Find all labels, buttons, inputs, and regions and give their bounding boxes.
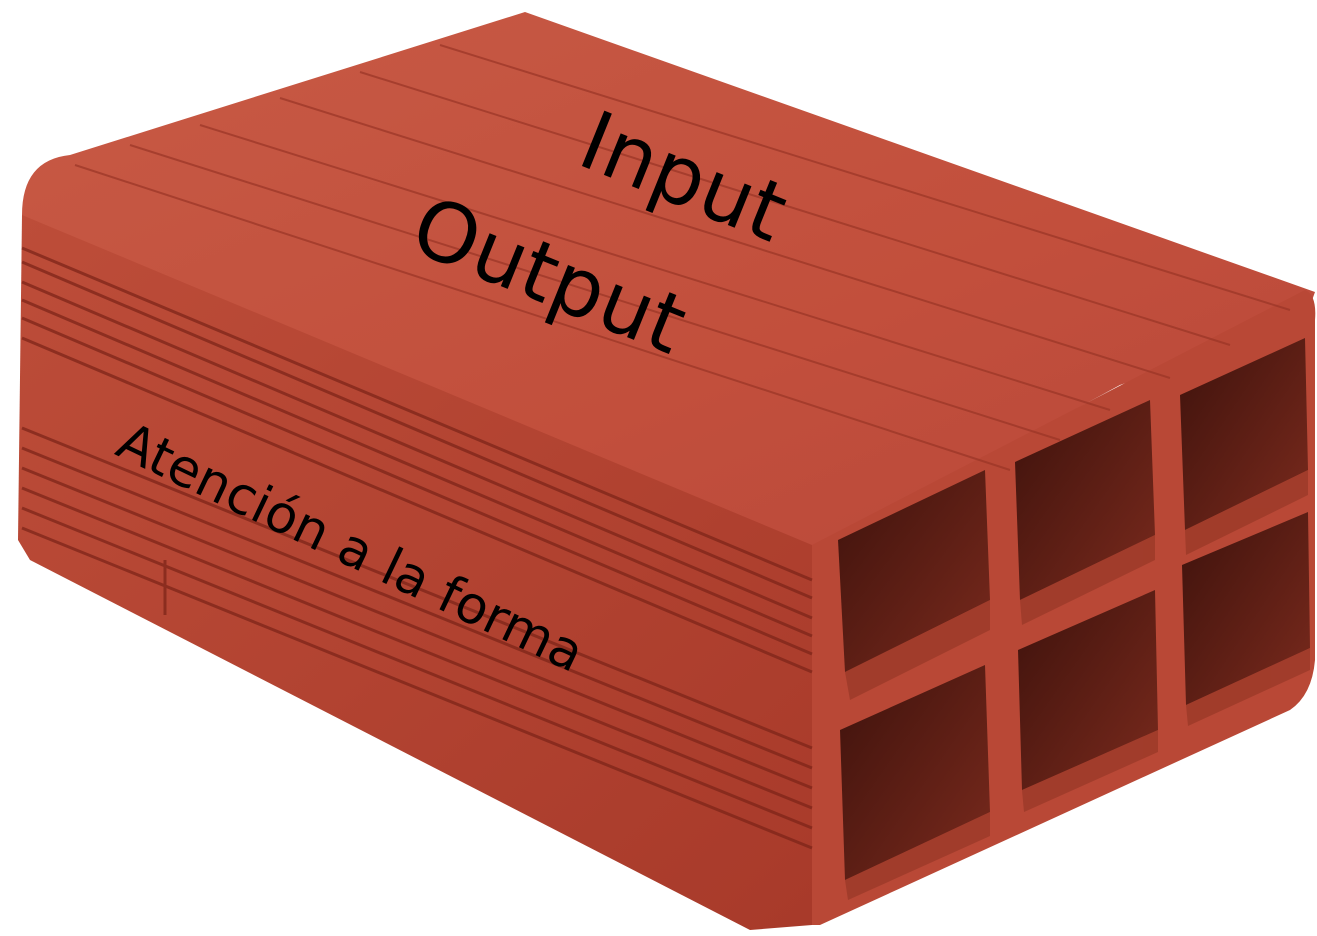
cavity-shading <box>845 470 1310 900</box>
cavity-top-left <box>838 470 990 672</box>
cavity-bottom-middle <box>1018 590 1158 790</box>
brick-cavities <box>838 338 1310 880</box>
side-grooves <box>21 246 813 850</box>
cavity-top-right <box>1180 338 1308 530</box>
cavity-bottom-left <box>840 665 990 880</box>
brick-side-face <box>18 215 812 930</box>
cavity-bottom-right <box>1182 512 1310 705</box>
top-grooves <box>74 44 1291 471</box>
cavity-top-middle <box>1015 400 1155 600</box>
